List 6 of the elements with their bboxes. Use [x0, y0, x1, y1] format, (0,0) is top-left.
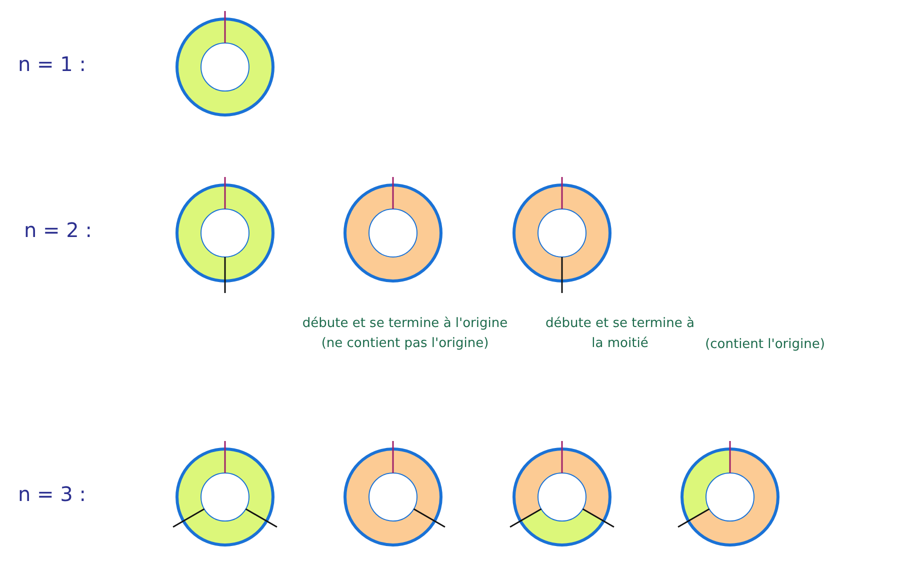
- annotation-text: (contient l'origine): [704, 336, 826, 354]
- annotation-text: débute et se termine à la moitié: [545, 315, 695, 353]
- row-label: n = 1 :: [18, 52, 86, 76]
- row-label: n = 3 :: [18, 482, 86, 506]
- annotation-text: débute et se termine à l'origine (ne contient pas l'origine): [301, 315, 509, 353]
- row-label: n = 2 :: [24, 218, 92, 242]
